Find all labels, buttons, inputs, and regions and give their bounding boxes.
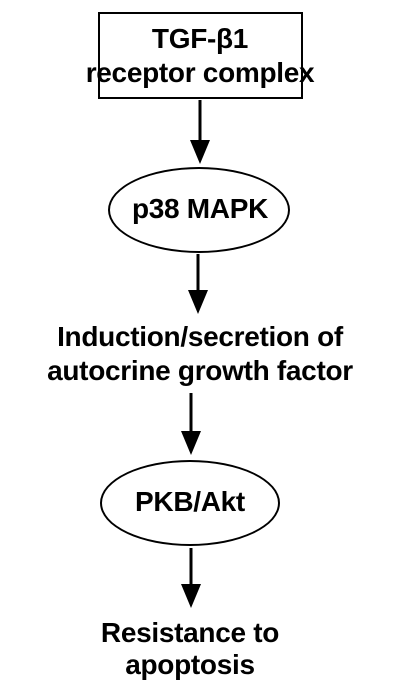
arrow-pkb-to-resistance [181,548,201,608]
tgf-receptor-line-2: receptor complex [85,57,315,88]
resistance-line-2: apoptosis [125,649,255,680]
arrow-induction-to-pkb [181,393,201,455]
tgf-receptor-line-1: TGF-β1 [151,23,249,54]
tgf-receptor-node-box [98,12,303,99]
arrow-p38-to-induction [188,254,208,314]
induction-line-1: Induction/secretion of [57,321,343,352]
arrow-tgf-to-p38 [190,100,210,164]
p38-mapk-node-ellipse [108,167,290,253]
p38-mapk-label: p38 MAPK [131,193,269,224]
pkb-akt-label: PKB/Akt [135,486,245,517]
induction-line-2: autocrine growth factor [47,355,353,386]
pkb-akt-node-ellipse [100,460,280,546]
resistance-line-1: Resistance to [100,617,280,648]
